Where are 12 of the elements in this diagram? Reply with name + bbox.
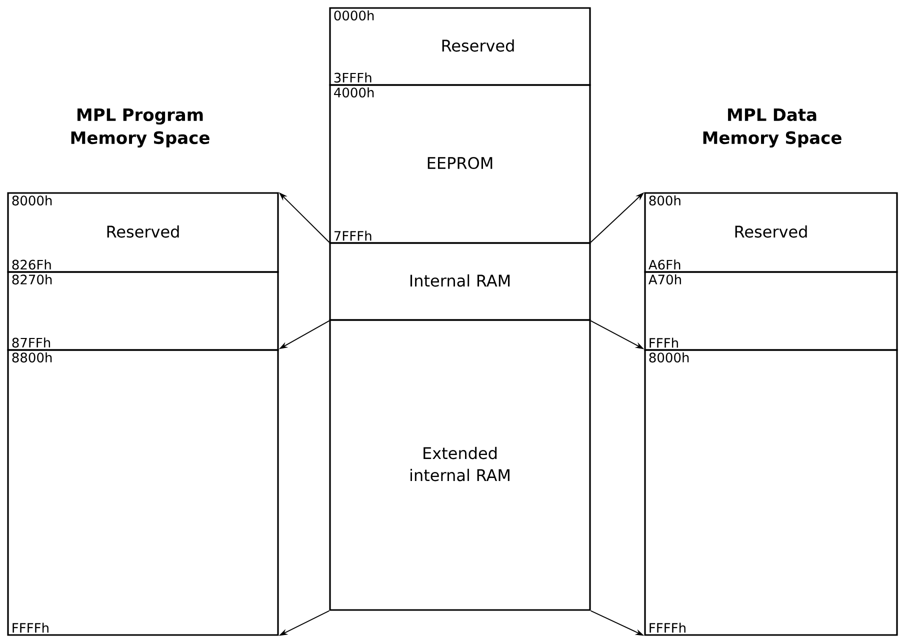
column-heading: MPL Data Memory Space (703, 108, 842, 148)
memory-block: 8000h FFFFh (644, 349, 898, 636)
memory-block: 800h Reserved A6Fh (644, 192, 898, 273)
memory-block: A70h FFFh (644, 271, 898, 351)
memory-block: Extended internal RAM (329, 319, 591, 611)
memory-block: Internal RAM (329, 242, 591, 321)
memory-block: 0000h Reserved 3FFFh (329, 7, 591, 86)
memory-block: 8000h Reserved 826Fh (7, 192, 279, 273)
column-heading: MPL Program Memory Space (71, 108, 210, 148)
memory-block: 8270h 87FFh (7, 271, 279, 351)
memory-block: 8800h FFFFh (7, 349, 279, 636)
memory-block: 4000h EEPROM 7FFFh (329, 84, 591, 244)
